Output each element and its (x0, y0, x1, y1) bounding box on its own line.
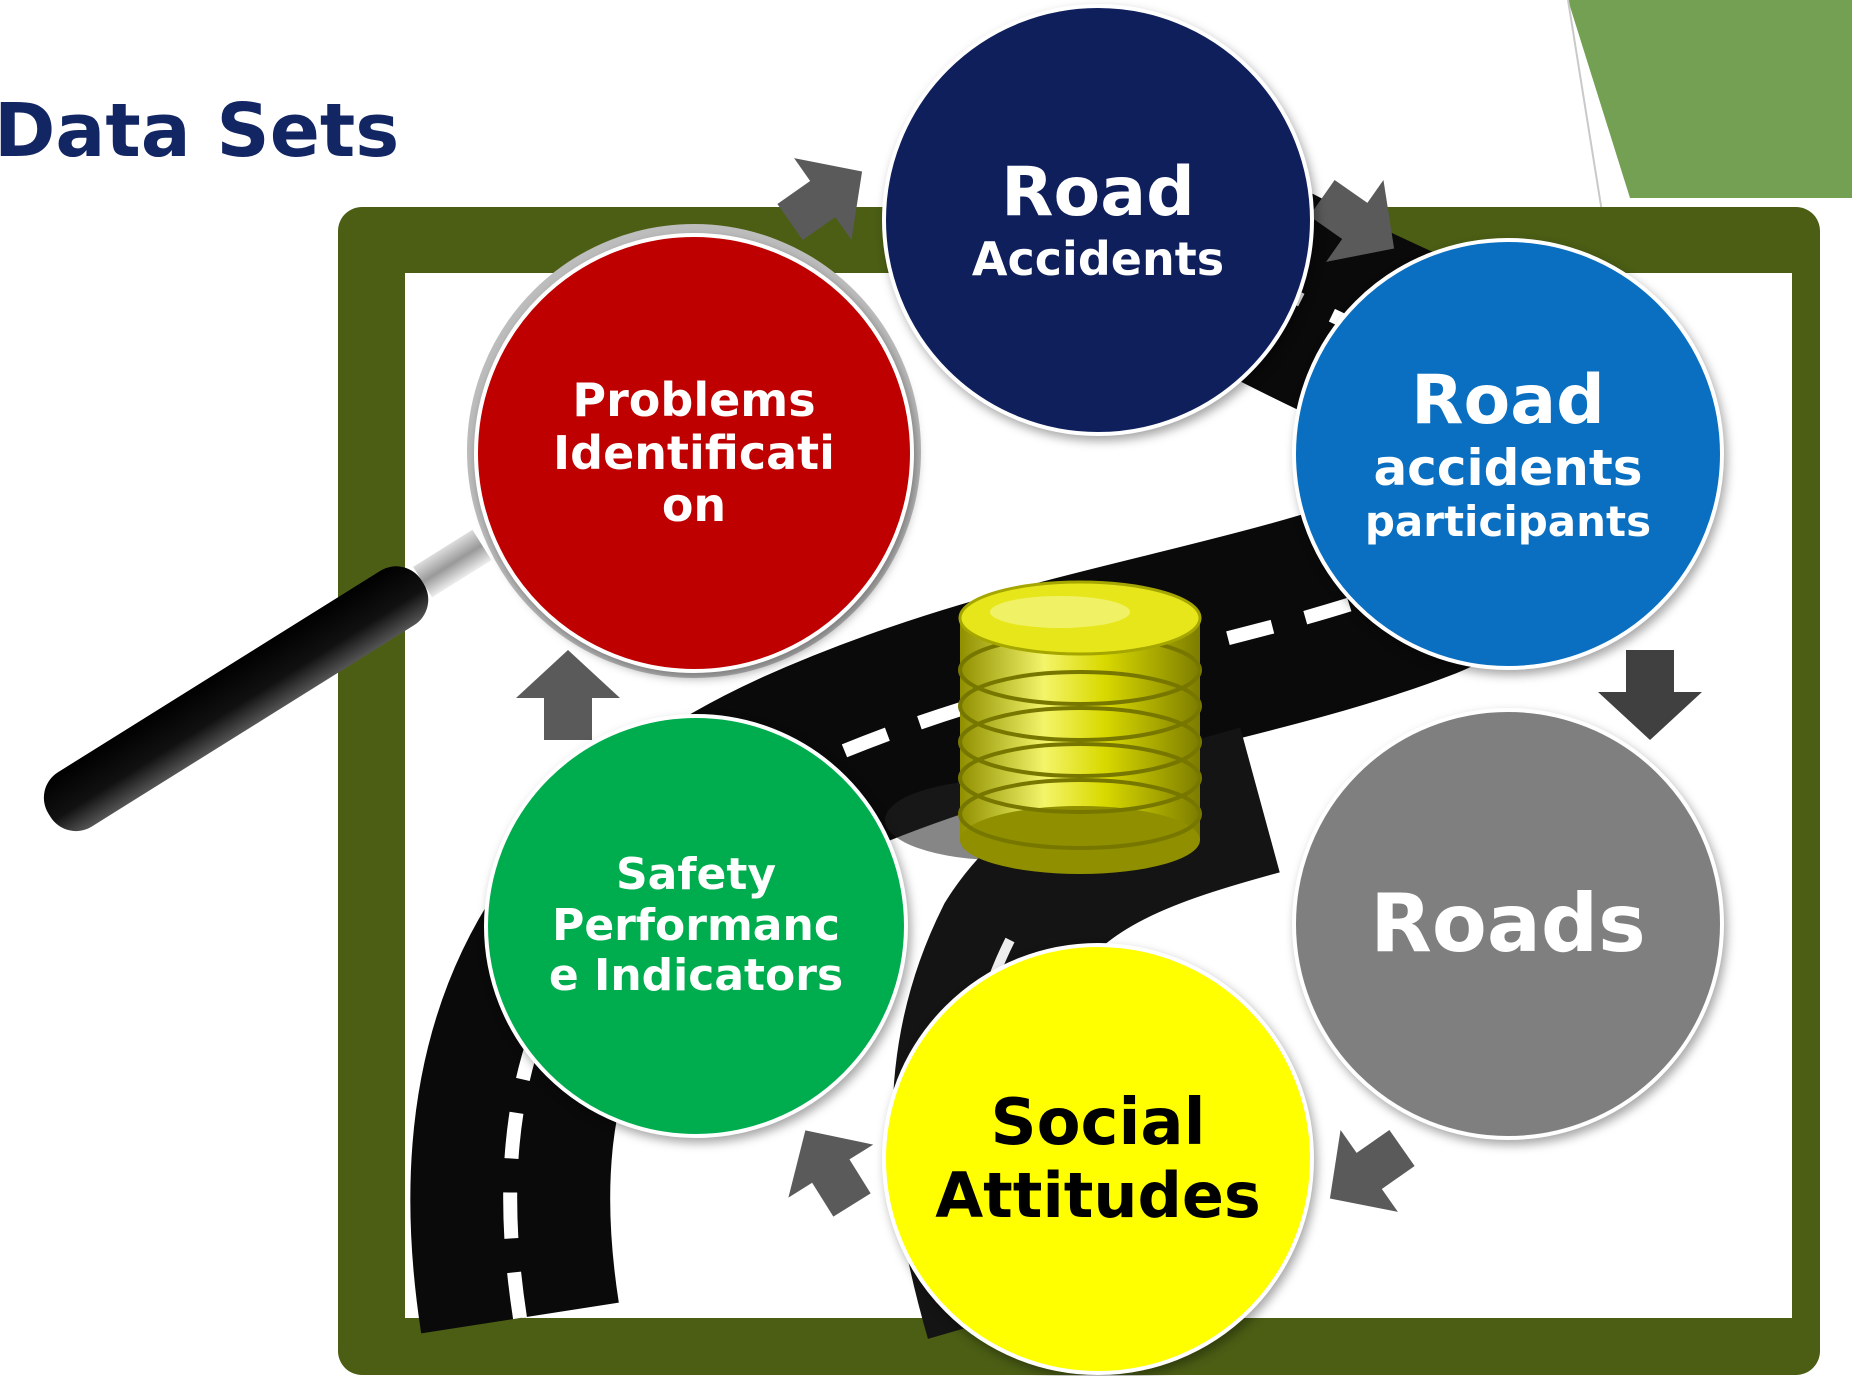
node-safety-indicators-line1: Safety (615, 849, 777, 901)
slide-title: Data Sets (0, 88, 400, 174)
node-social-attitudes-line1: Social (990, 1085, 1206, 1160)
node-participants-main: Road (1411, 361, 1605, 440)
magnifying-glass-icon (43, 224, 921, 832)
node-participants-sub2: participants (1364, 496, 1652, 546)
node-roads: Roads (1292, 708, 1724, 1140)
node-road-accidents-main: Road (1001, 153, 1195, 233)
corner-accent (1568, 0, 1852, 198)
node-roads-main: Roads (1370, 877, 1646, 970)
node-problems-line3: on (661, 478, 727, 533)
node-participants: Road accidents participants (1292, 238, 1724, 670)
database-cylinder-icon (885, 580, 1202, 874)
node-social-attitudes: Social Attitudes (882, 943, 1314, 1375)
arrow-accidents-to-participants (1309, 179, 1395, 262)
cycle-arrows (516, 158, 1702, 1217)
arrow-participants-to-roads (1598, 650, 1702, 740)
node-safety-indicators-line2: Performanc (552, 899, 840, 951)
node-road-accidents-sub: Accidents (971, 231, 1225, 286)
arrow-indicators-to-problems (516, 650, 620, 740)
node-problems-line1: Problems (572, 372, 816, 427)
node-social-attitudes-line2: Attitudes (935, 1159, 1261, 1233)
node-safety-indicators: Safety Performanc e Indicators (484, 714, 908, 1138)
node-road-accidents: Road Accidents (882, 4, 1314, 436)
node-problems-line2: Identificati (553, 425, 835, 480)
node-problems-identification: Problems Identificati on (474, 233, 914, 673)
arrow-problems-to-accidents (777, 158, 863, 241)
node-participants-sub1: accidents (1373, 439, 1643, 498)
node-safety-indicators-line3: e Indicators (548, 950, 844, 1002)
arrow-attitudes-to-indicators (788, 1130, 874, 1217)
arrow-roads-to-attitudes (1329, 1129, 1415, 1212)
